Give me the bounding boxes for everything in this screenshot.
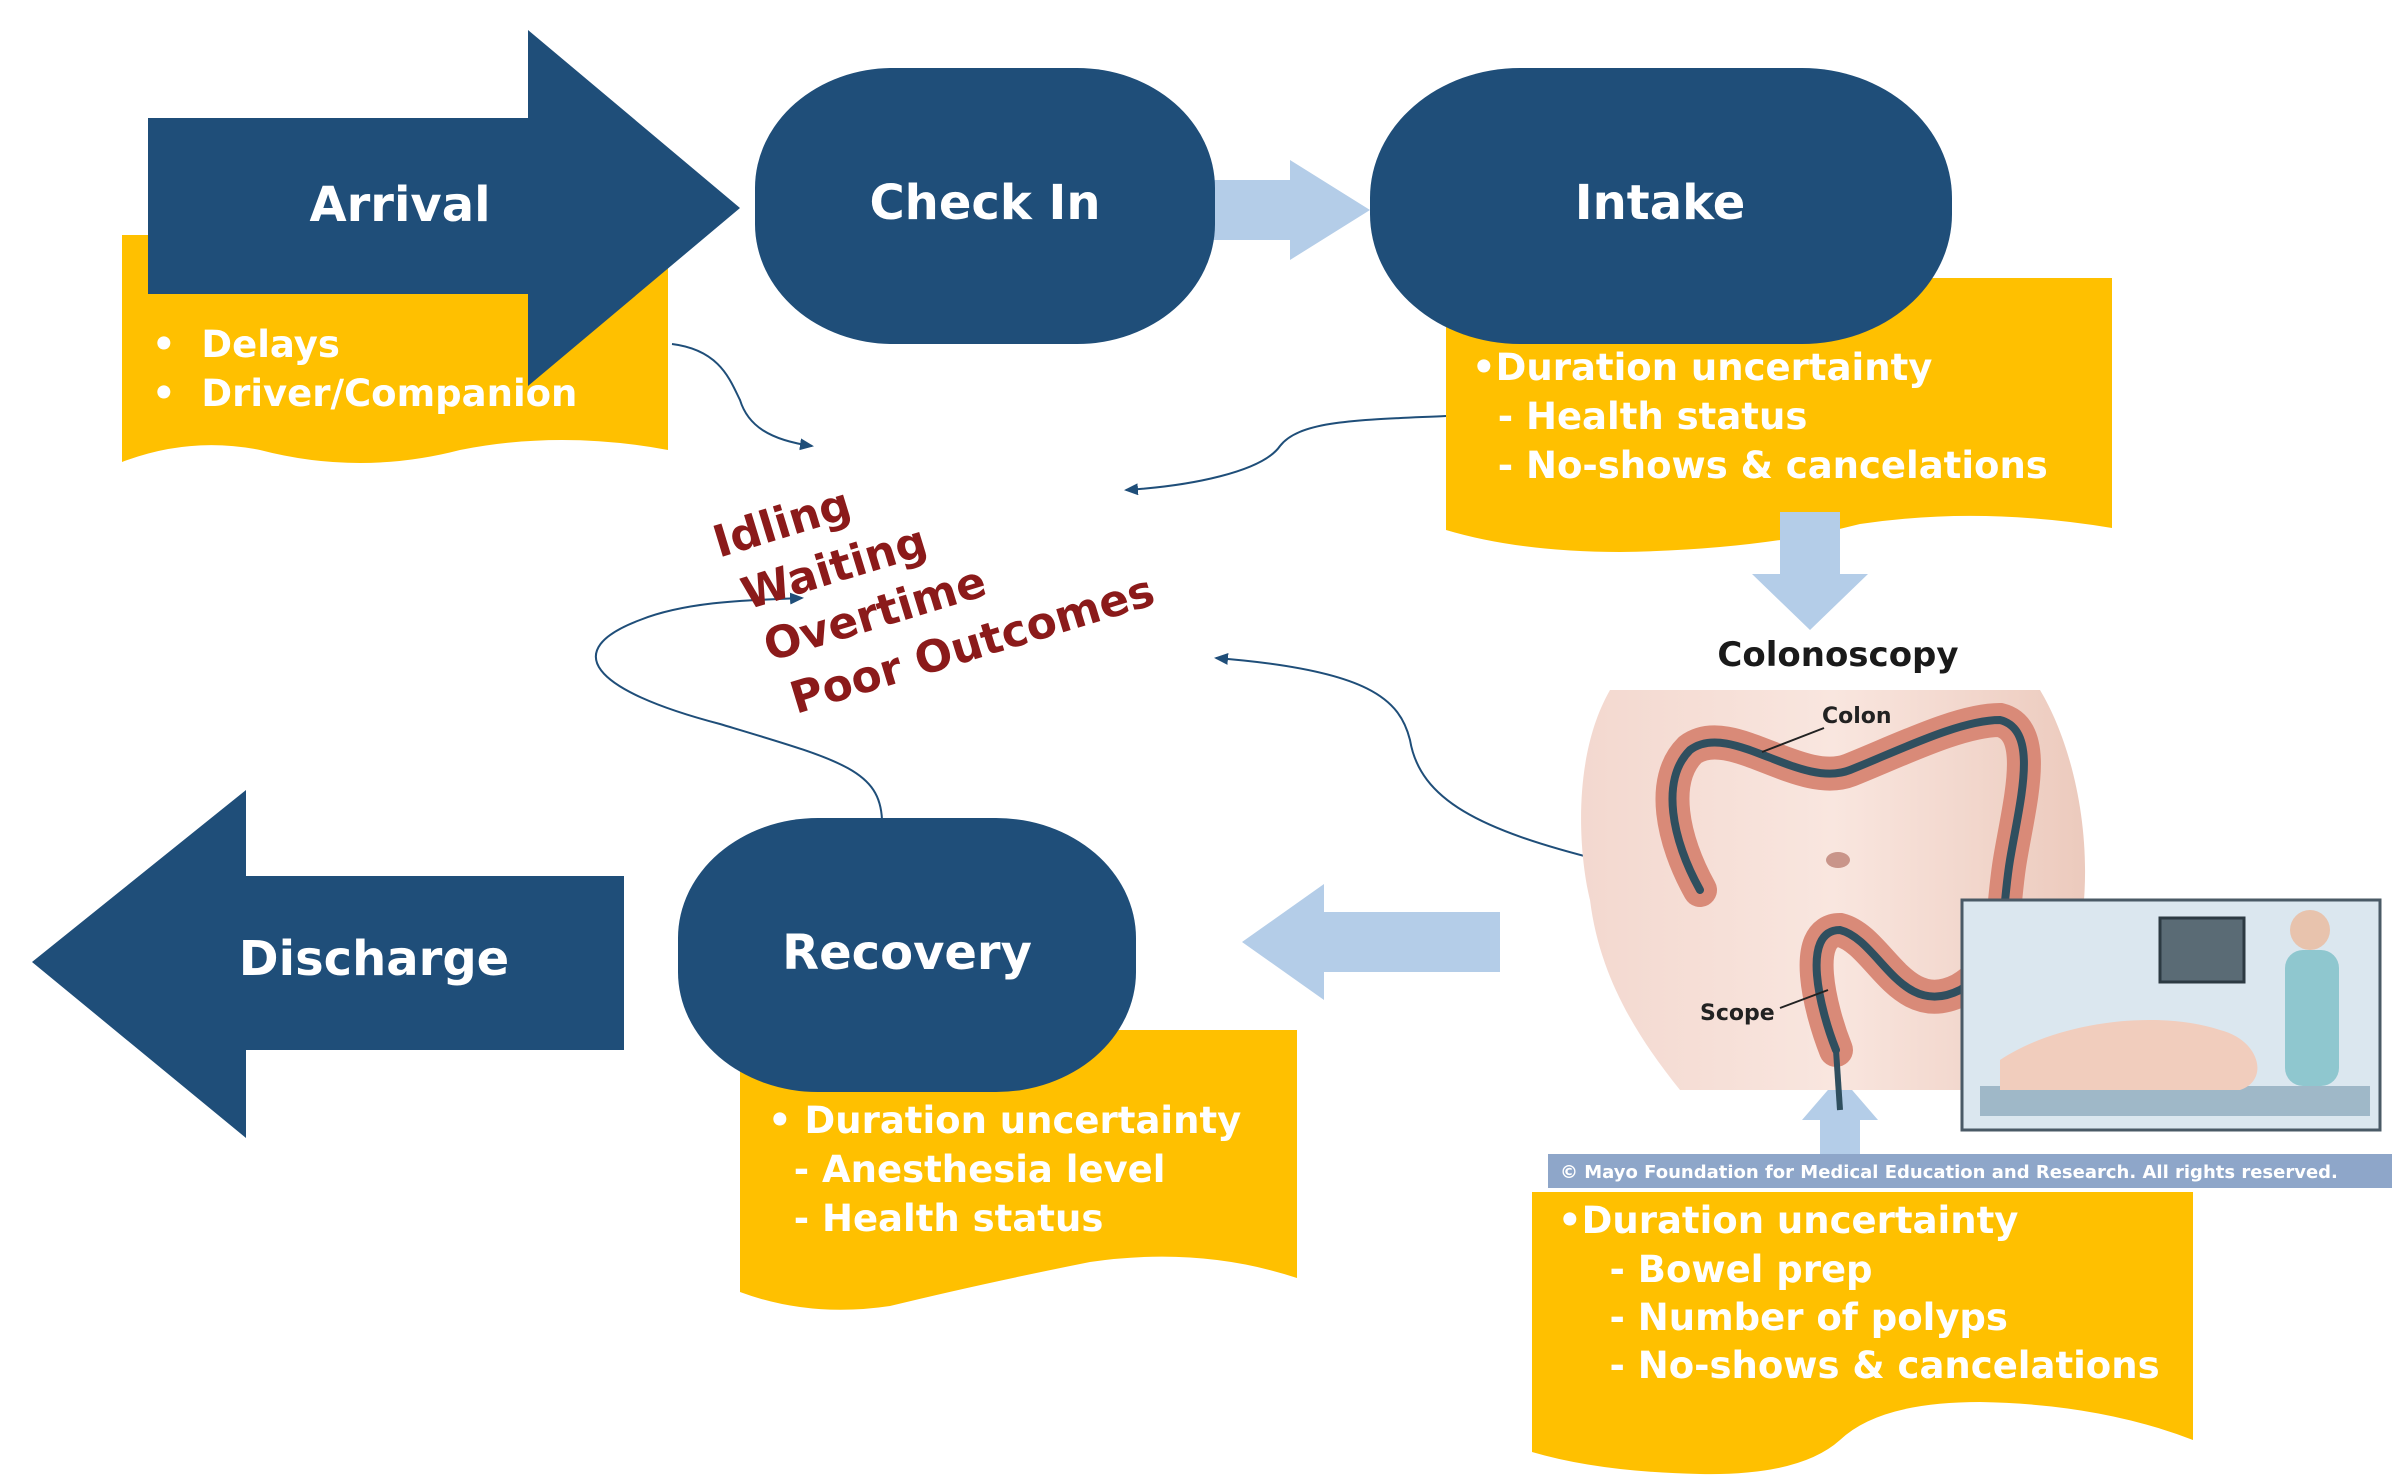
- scope-icon: [1668, 715, 2028, 1054]
- stage-recovery: Recovery: [678, 818, 1136, 1092]
- recovery-note-line-2: - Anesthesia level: [768, 1148, 1165, 1191]
- exam-table-icon: [1980, 1086, 2370, 1116]
- monitor-icon: [2158, 916, 2246, 984]
- colonoscopy-note-line-2: - Bowel prep: [1558, 1248, 1873, 1291]
- doctor-icon: [2285, 950, 2339, 1086]
- recovery-note-line-1: • Duration uncertainty: [768, 1099, 1241, 1142]
- stage-intake-label: Intake: [1575, 175, 1746, 231]
- illustration-title: Colonoscopy: [1717, 635, 1958, 675]
- stage-arrival-label: Arrival: [309, 177, 490, 233]
- intake-note-line-2: - Health status: [1472, 395, 1807, 438]
- connector-arrival-to-outcomes: [671, 343, 814, 451]
- outcomes-list: Idling Waiting Overtime Poor Outcomes: [707, 478, 1160, 724]
- doctor-head-icon: [2290, 910, 2330, 950]
- stage-discharge-label: Discharge: [239, 931, 509, 987]
- connector-intake-to-outcomes: [1124, 415, 1447, 496]
- exam-room-inset: [1960, 898, 2382, 1132]
- colon-pointer-line: [1761, 727, 1825, 753]
- illustration-credit: © Mayo Foundation for Medical Education …: [1560, 1162, 2338, 1183]
- credit-bar: [1548, 1154, 2392, 1188]
- navel-icon: [1826, 852, 1850, 868]
- patient-icon: [2000, 1020, 2258, 1090]
- flow-arrow-checkin-to-intake: [1212, 160, 1370, 260]
- arrival-note-line-1: • Delays: [152, 323, 340, 366]
- colonoscopy-note-line-4: - No-shows & cancelations: [1558, 1344, 2160, 1387]
- intake-note-line-1: •Duration uncertainty: [1472, 346, 1932, 389]
- illustration-label-scope: Scope: [1700, 1001, 1775, 1026]
- colonoscopy-note: •Duration uncertainty - Bowel prep - Num…: [1532, 1192, 2193, 1475]
- flow-arrow-intake-to-colonoscopy: [1752, 512, 1868, 630]
- intake-note-line-3: - No-shows & cancelations: [1472, 444, 2048, 487]
- recovery-note-line-3: - Health status: [768, 1197, 1103, 1240]
- stage-arrival: Arrival: [148, 30, 740, 386]
- illustration-label-colon: Colon: [1822, 704, 1892, 729]
- flow-arrow-colonoscopy-to-recovery: [1242, 884, 1500, 1000]
- stage-discharge: Discharge: [32, 790, 624, 1138]
- recovery-note: • Duration uncertainty - Anesthesia leve…: [740, 1030, 1297, 1310]
- colonoscopy-note-line-3: - Number of polyps: [1558, 1296, 2008, 1339]
- connector-colonoscopy-to-outcomes: [1214, 652, 1601, 861]
- stage-recovery-label: Recovery: [782, 925, 1032, 981]
- arrival-note-line-2: • Driver/Companion: [152, 372, 577, 415]
- scope-cable-icon: [1833, 1049, 1843, 1111]
- stage-intake: Intake: [1370, 68, 1952, 344]
- connector-recovery-to-outcomes: [594, 592, 883, 821]
- stage-check-in: Check In: [755, 68, 1215, 344]
- colonoscopy-note-line-1: •Duration uncertainty: [1558, 1199, 2018, 1242]
- stage-check-in-label: Check In: [869, 175, 1100, 231]
- colonoscopy-illustration: Colonoscopy Colon Scope © Mayo Foundatio…: [1548, 635, 2392, 1188]
- scope-pointer-line: [1779, 989, 1829, 1009]
- intake-note: •Duration uncertainty - Health status - …: [1446, 278, 2112, 552]
